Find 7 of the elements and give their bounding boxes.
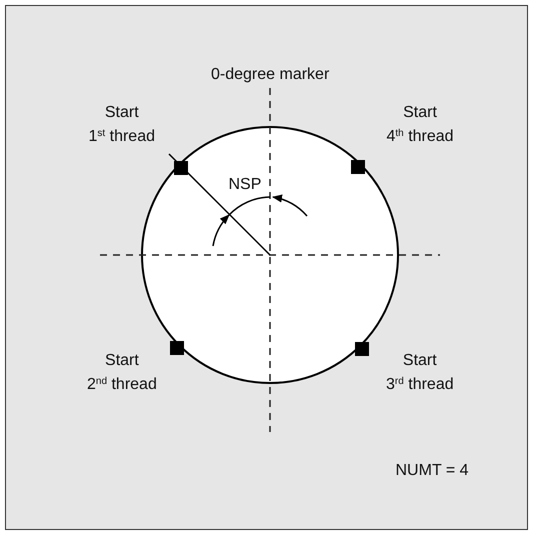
angle-label: NSP bbox=[228, 175, 262, 195]
thread-label: Start 1$^{st}$ thread bbox=[88, 103, 155, 147]
thread-label: Start 2$^{nd}$ thread bbox=[87, 351, 157, 395]
note-text: NUMT = 4 bbox=[396, 461, 469, 481]
thread-label: Start 4$^{th}$ thread bbox=[386, 103, 454, 147]
thread-label: Start 3$^{rd}$ thread bbox=[386, 351, 454, 395]
marker-label: 0-degree marker bbox=[211, 65, 330, 85]
